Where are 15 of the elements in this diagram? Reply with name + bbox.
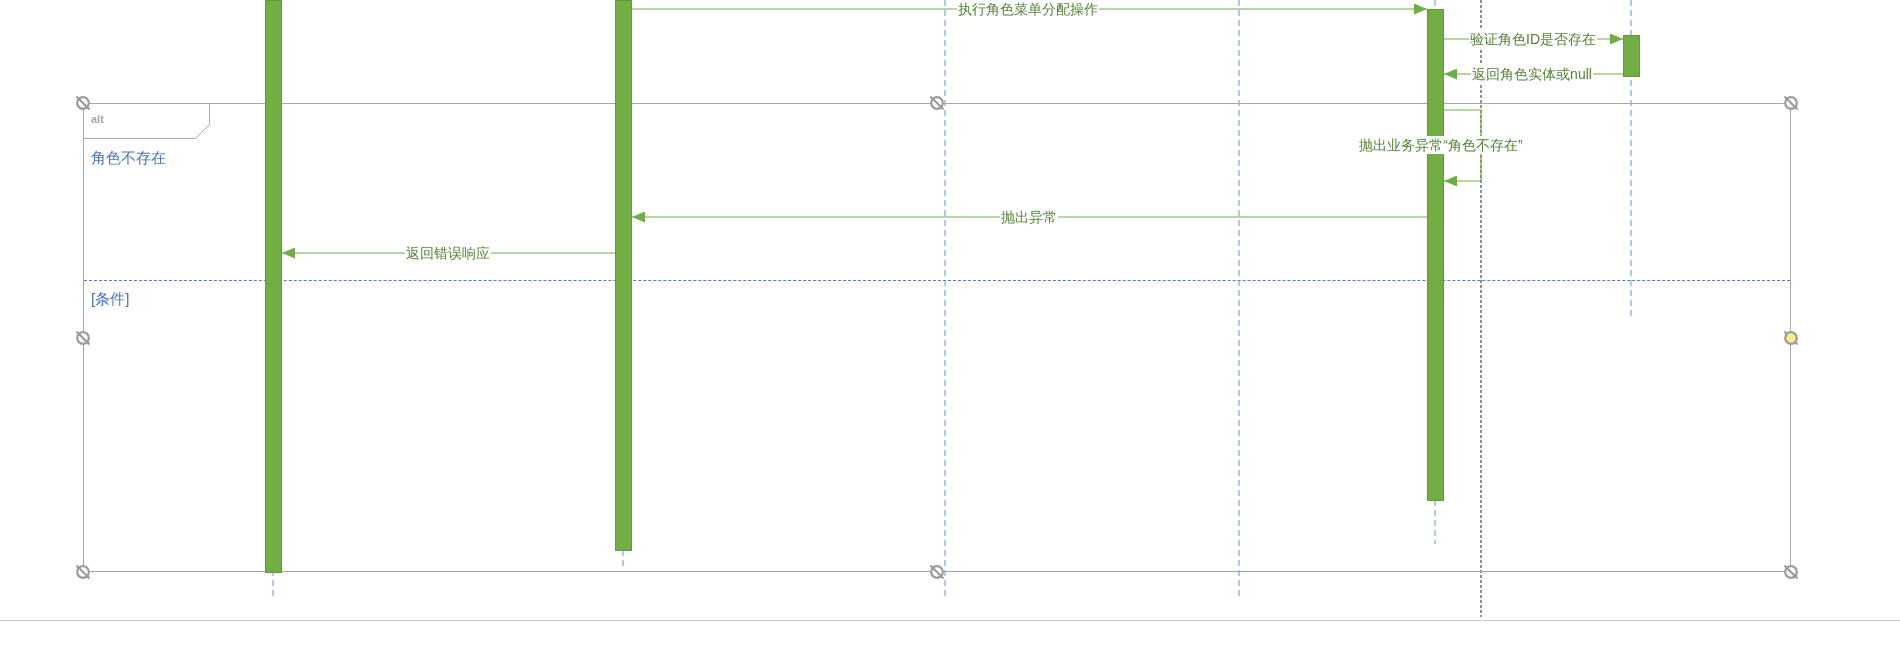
message-label: 验证角色ID是否存在 — [1469, 30, 1597, 48]
activation-bar — [1623, 35, 1640, 77]
self-message-arrow — [1443, 109, 1482, 187]
message-label: 抛出异常 — [1000, 208, 1058, 226]
message-label: 执行角色菜单分配操作 — [957, 0, 1099, 18]
fragment-operator: alt — [91, 113, 104, 126]
message-arrow — [631, 211, 1428, 223]
message-label: 返回角色实体或null — [1471, 65, 1593, 83]
guard-condition: [条件] — [91, 290, 130, 308]
message-label: 抛出业务异常“角色不存在” — [1358, 136, 1524, 154]
message-label: 返回错误响应 — [405, 244, 491, 262]
message-arrow — [631, 3, 1428, 15]
activation-bar — [615, 0, 632, 551]
activation-bar — [265, 0, 282, 573]
guard-condition: 角色不存在 — [91, 149, 166, 167]
